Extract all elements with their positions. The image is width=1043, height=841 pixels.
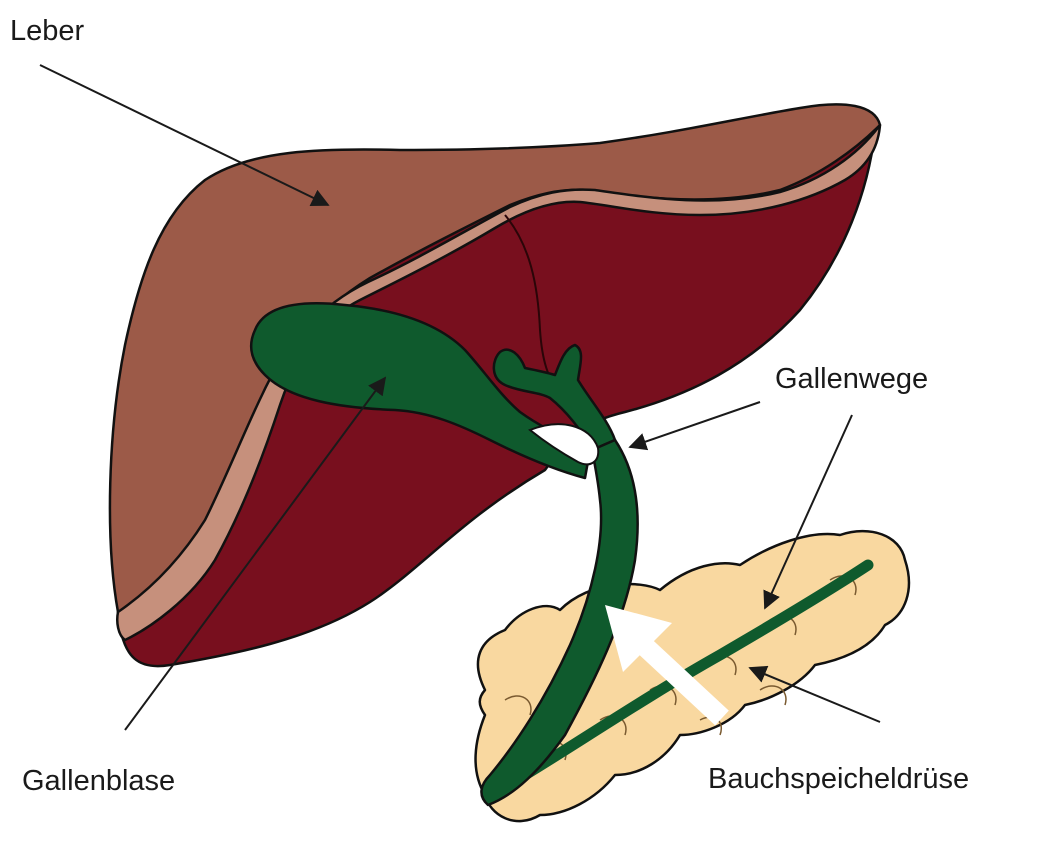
label-pancreas: Bauchspeicheldrüse — [708, 763, 969, 795]
label-gallbladder: Gallenblase — [22, 765, 175, 797]
label-liver: Leber — [10, 15, 85, 47]
leader-liver — [40, 65, 328, 205]
label-bile-ducts: Gallenwege — [775, 363, 928, 395]
leader-bile-ducts — [630, 402, 760, 447]
